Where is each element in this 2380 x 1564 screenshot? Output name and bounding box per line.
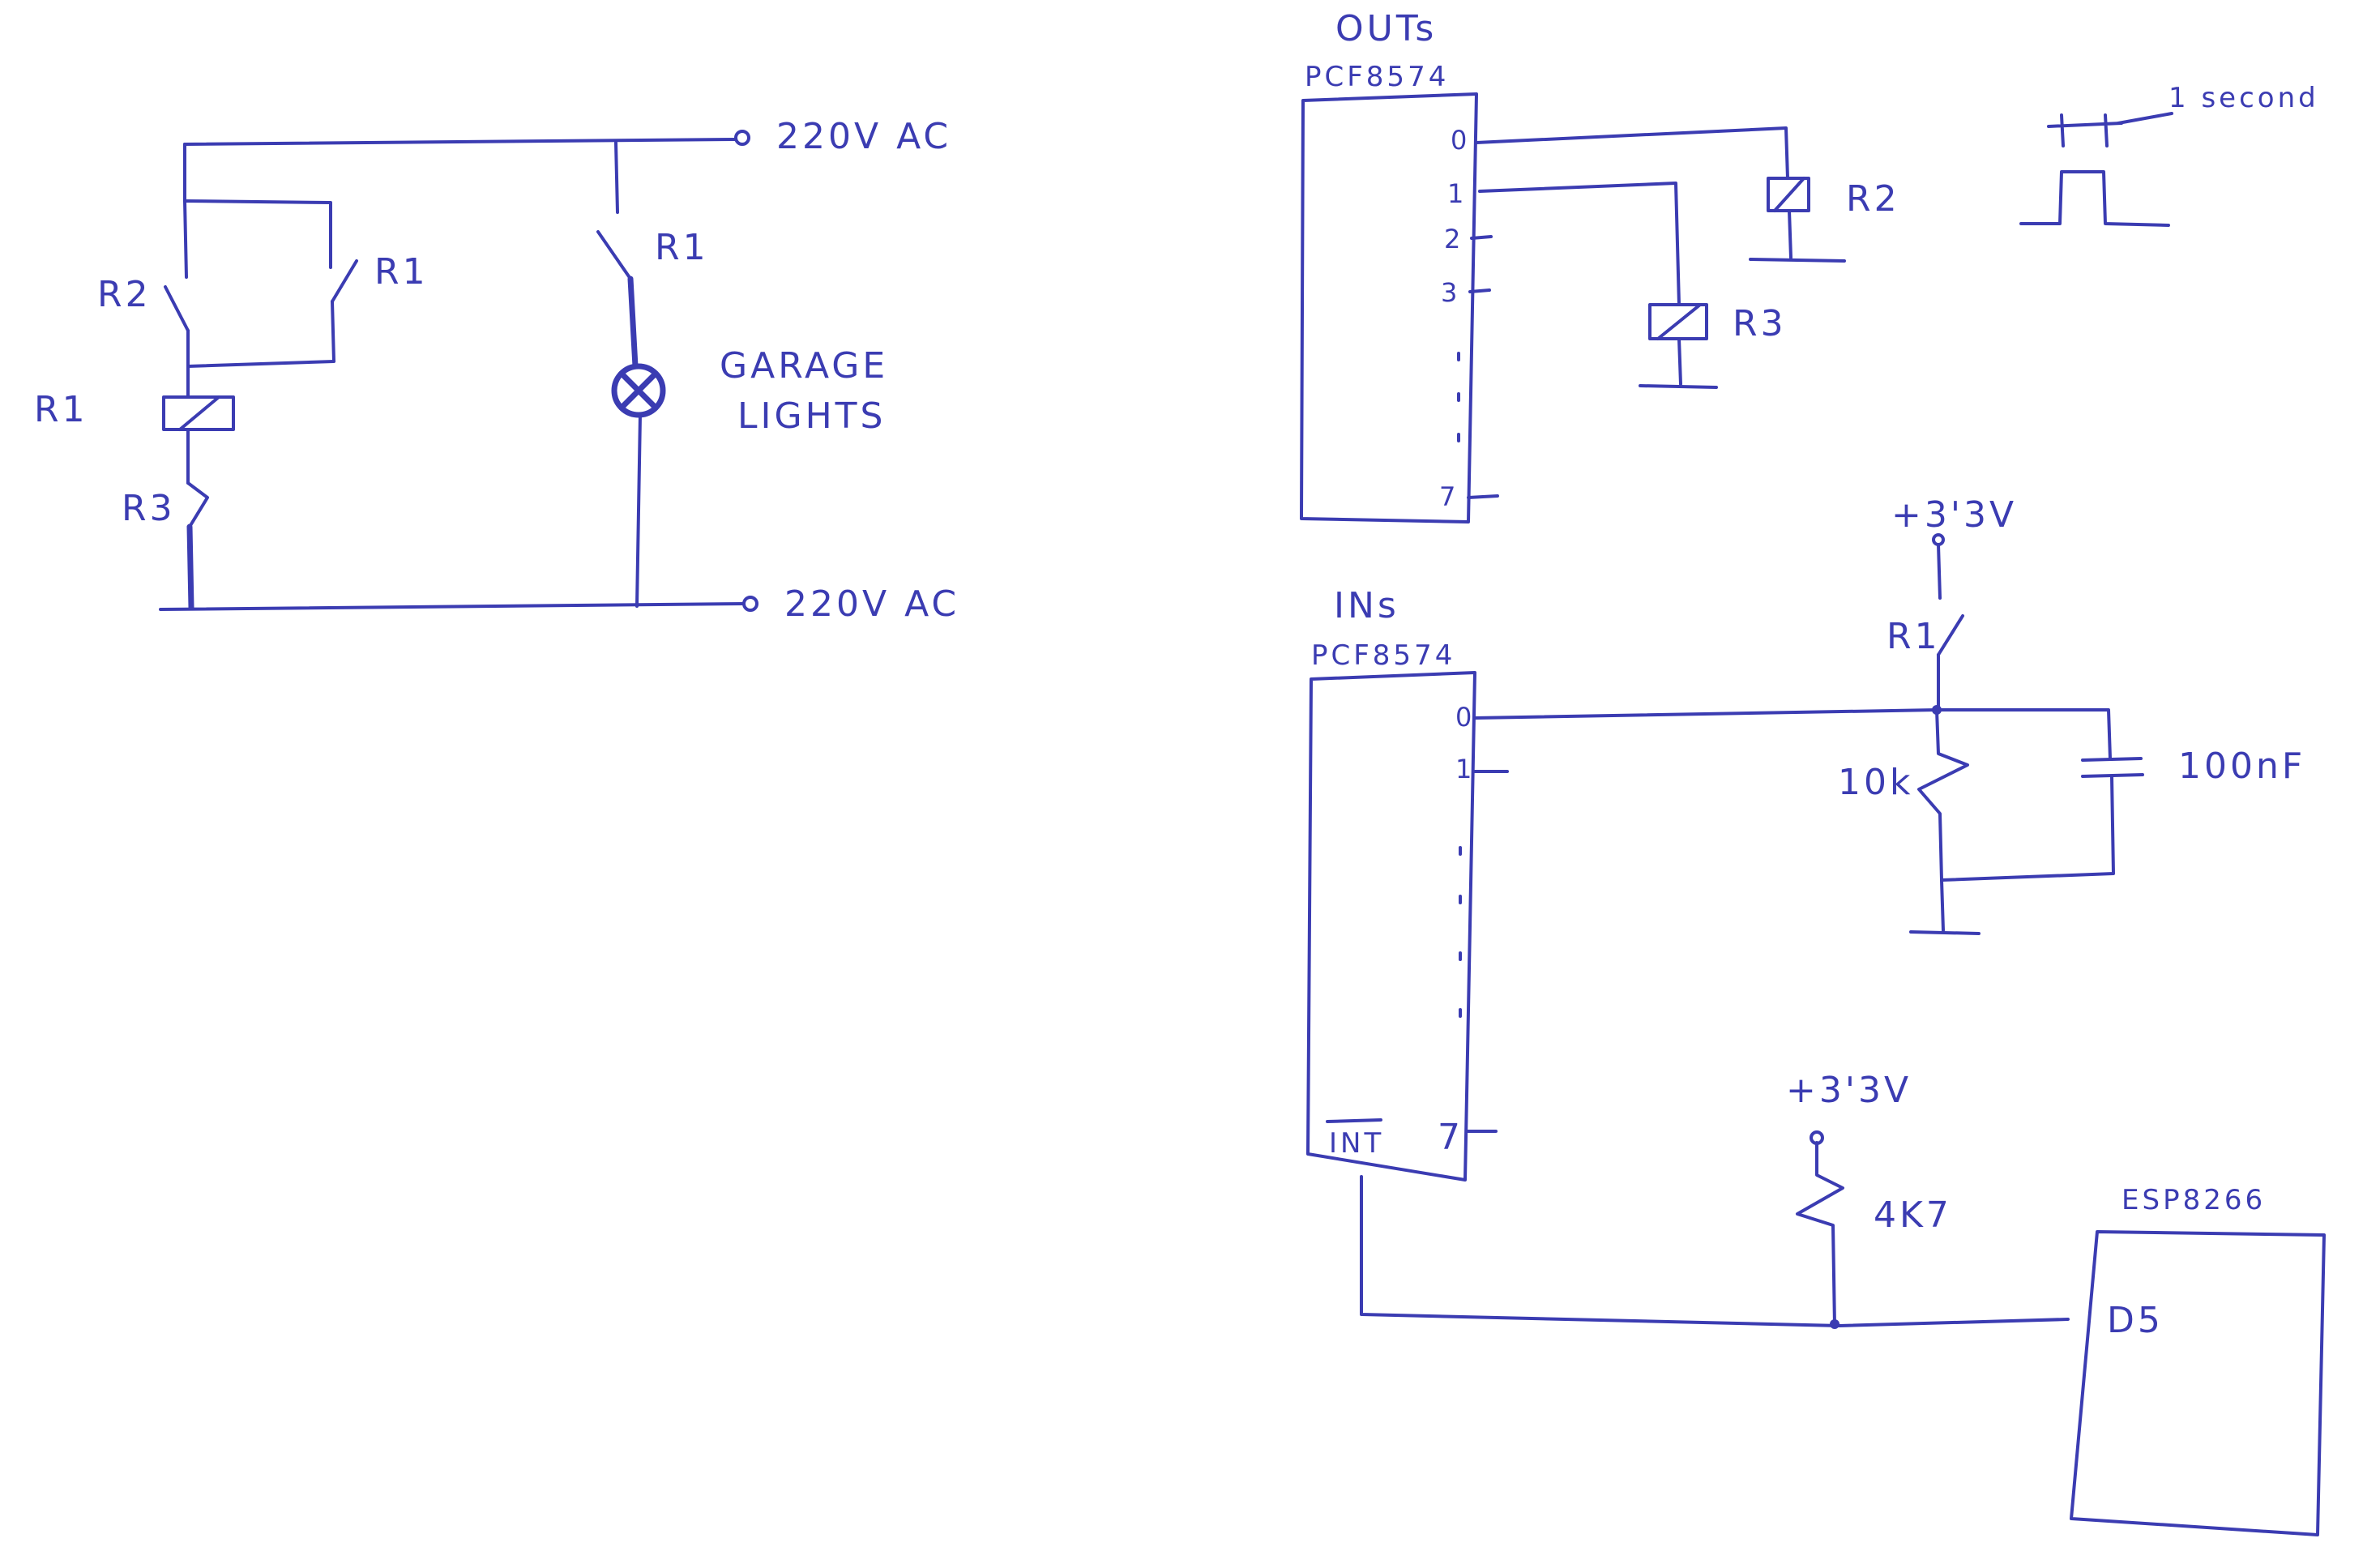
relay-r3-ground	[1639, 384, 1718, 389]
inputs-r1-switch-blade	[1937, 614, 1964, 656]
outputs-title: OUTs	[1335, 8, 1437, 49]
power-circuit: 220V AC 220V AC R2 R1 R1 R3 R1 G	[34, 116, 959, 625]
top-supply-terminal	[734, 130, 750, 146]
garage-lamp-cross-b	[619, 371, 658, 410]
r3-contact-label: R3	[122, 488, 176, 529]
lamp-wire-bottom	[635, 413, 642, 608]
outputs-pin-7-stub	[1467, 494, 1499, 499]
r1-hold-contact-blade	[331, 259, 358, 303]
outputs-pin-1: 1	[1447, 178, 1467, 209]
pulse-label-leader	[2117, 112, 2173, 125]
r1-lamp-contact-blade	[596, 230, 632, 280]
outputs-pin-3-stub	[1468, 288, 1491, 293]
output-expander: OUTs PCF8574 0 1 2 3 7 R2 R3	[1300, 8, 1900, 523]
inputs-vcc-label: +3'3V	[1891, 494, 2017, 536]
relay-r3-coil-slash	[1656, 303, 1702, 340]
interrupt-vcc-label: +3'3V	[1786, 1070, 1912, 1111]
parallel-top-wire	[183, 199, 332, 269]
inputs-r1-switch-label: R1	[1886, 616, 1941, 657]
rc-top-wire	[1935, 708, 2112, 760]
r1-hold-wire-bottom	[331, 300, 335, 363]
pullup-4k7-label: 4K7	[1874, 1194, 1952, 1236]
bottom-supply-label: 220V AC	[784, 583, 959, 625]
r3-contact-blade	[186, 481, 209, 528]
relay-r1-coil-slash	[178, 395, 220, 431]
outputs-pin-2-stub	[1470, 235, 1493, 240]
relay-r1-coil-label: R1	[34, 389, 88, 430]
pin0-to-relay-r2-wire	[1475, 126, 1789, 180]
pulse-timing-sketch: 1 second	[2019, 82, 2319, 227]
lamp-label-line1: GARAGE	[720, 345, 888, 387]
relay-r2-coil-slash	[1773, 177, 1805, 212]
r1-lamp-contact-label: R1	[655, 227, 709, 268]
r1-hold-contact-label: R1	[374, 251, 429, 293]
inputs-chip-body	[1306, 671, 1476, 1182]
outputs-chip-body	[1300, 92, 1478, 523]
pin1-to-relay-r3-wire	[1478, 182, 1681, 306]
lamp-label-line2: LIGHTS	[737, 395, 886, 437]
inputs-int-label: INT	[1329, 1127, 1384, 1160]
rc-ground-wire	[1940, 878, 1945, 932]
inputs-pin-7: 7	[1438, 1117, 1463, 1158]
int-to-d5-wire	[1360, 1175, 2070, 1327]
capacitor-100nf-plate-a	[2081, 757, 2143, 762]
lamp-wire-top	[627, 276, 639, 370]
interrupt-circuit: +3'3V 4K7 ESP8266 D5	[1360, 1070, 2326, 1536]
esp8266-d5-pin-label: D5	[2107, 1300, 2164, 1341]
pin0-to-rc-node-wire	[1473, 708, 1938, 720]
outputs-pin-2: 2	[1444, 224, 1463, 254]
capacitor-bottom-wire	[1940, 775, 2115, 882]
pulse-duration-label: 1 second	[2168, 82, 2319, 114]
pulse-width-dimension	[2047, 113, 2123, 147]
input-expander: INs PCF8574 0 1 7 INT +3'3V R1 10k 100nF	[1306, 494, 2305, 1182]
resistor-10k	[1917, 708, 1969, 882]
outputs-pin-3: 3	[1441, 277, 1460, 308]
relay-r2-ground-wire	[1788, 209, 1792, 259]
bottom-supply-terminal	[742, 596, 758, 612]
inputs-chip-label: PCF8574	[1311, 639, 1455, 672]
capacitor-100nf-label: 100nF	[2178, 746, 2305, 787]
top-supply-label: 220V AC	[776, 116, 951, 157]
relay-r2-ground	[1749, 258, 1846, 263]
inputs-pin-0: 0	[1455, 702, 1475, 733]
outputs-chip-label: PCF8574	[1305, 61, 1449, 93]
r2-contact-wire-top	[183, 199, 188, 279]
esp8266-module	[2070, 1230, 2326, 1536]
lamp-branch-wire-top	[614, 141, 619, 214]
inputs-pin-1: 1	[1455, 754, 1475, 784]
relay-r2-label: R2	[1846, 178, 1900, 220]
rc-ground	[1909, 930, 1980, 935]
pullup-4k7-resistor	[1796, 1141, 1844, 1327]
inputs-int-overbar	[1326, 1118, 1382, 1123]
esp8266-label: ESP8266	[2121, 1184, 2266, 1216]
resistor-10k-label: 10k	[1838, 762, 1913, 803]
outputs-pin-0: 0	[1451, 125, 1470, 156]
inputs-title: INs	[1334, 585, 1399, 626]
r2-contact-blade	[164, 285, 190, 332]
pulse-waveform	[2019, 170, 2170, 227]
outputs-pin-7: 7	[1439, 481, 1459, 512]
r3-contact-wire-bottom	[186, 523, 194, 611]
relay-r1-coil	[162, 395, 235, 431]
parallel-bottom-wire	[186, 329, 335, 368]
r2-contact-label: R2	[97, 274, 152, 315]
top-rail-wire	[183, 138, 737, 146]
relay-r3-label: R3	[1733, 303, 1787, 344]
inputs-vcc-wire	[1937, 543, 1942, 600]
int-junction-dot	[1830, 1319, 1839, 1329]
bottom-rail-wire	[159, 602, 746, 611]
relay-r3-ground-wire	[1677, 337, 1682, 386]
